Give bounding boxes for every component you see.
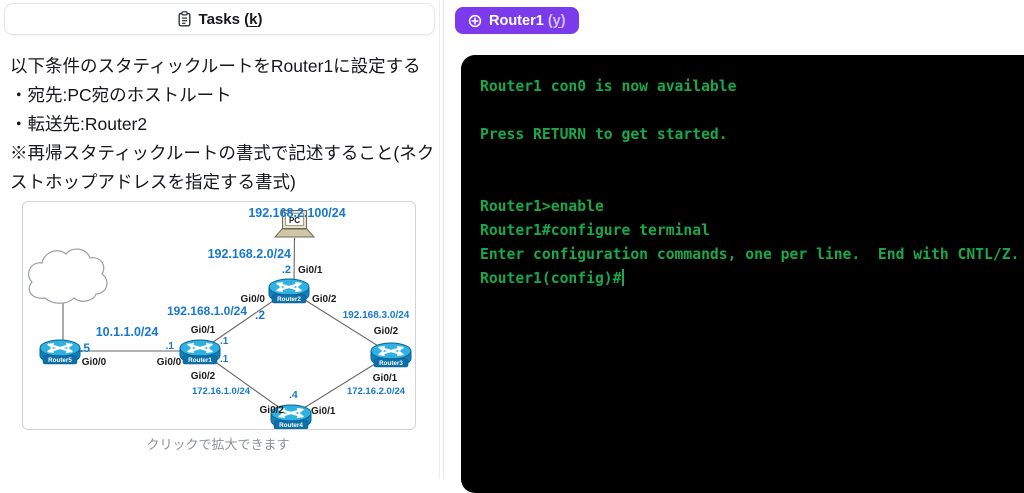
- terminal-prompt: Router1(config)#: [480, 270, 622, 287]
- label-if-r2-gi01: Gi0/1: [298, 265, 323, 276]
- terminal-line: [480, 171, 1024, 195]
- label-net-192-168-3: 192.168.3.0/24: [343, 310, 410, 321]
- terminal-prompt-line: Router1(config)#: [480, 267, 1024, 291]
- router5-name: Router5: [48, 357, 72, 364]
- label-octet-r1-gi01: .1: [220, 336, 229, 347]
- label-if-r2-gi02: Gi0/2: [312, 294, 337, 305]
- label-if-r3-gi01: Gi0/1: [373, 373, 398, 384]
- terminal-line: [480, 99, 1024, 123]
- label-if-r4-gi01: Gi0/1: [311, 406, 336, 417]
- pc-icon: PC: [273, 210, 316, 238]
- router1-tab[interactable]: Router1 (y): [455, 7, 579, 34]
- label-if-r1-gi00: Gi0/0: [157, 357, 182, 368]
- terminal[interactable]: Router1 con0 is now available Press RETU…: [461, 55, 1024, 493]
- router3-name: Router3: [379, 360, 403, 367]
- label-octet-r2-gi01: .2: [282, 264, 291, 276]
- globe-plus-icon: [468, 14, 482, 27]
- tasks-title: Tasks (k): [198, 10, 263, 28]
- label-octet-r5-gi00: .5: [80, 341, 90, 355]
- label-if-r2-gi00: Gi0/0: [241, 294, 266, 305]
- router4-name: Router4: [279, 422, 303, 429]
- terminal-line: Router1 con0 is now available: [480, 78, 737, 95]
- label-net-10-1-1: 10.1.1.0/24: [96, 325, 159, 339]
- router1-tab-shortcut: y: [552, 12, 561, 29]
- clipboard-icon: [178, 11, 191, 27]
- label-net-192-168-2: 192.168.2.0/24: [208, 247, 291, 261]
- diagram-caption: クリックで拡大できます: [146, 437, 290, 452]
- label-if-r1-gi02: Gi0/2: [191, 371, 216, 382]
- tasks-header[interactable]: Tasks (k): [4, 3, 435, 35]
- label-octet-r2-gi00: .2: [255, 308, 265, 322]
- label-if-r5-gi00: Gi0/0: [82, 357, 107, 368]
- pc-label: PC: [289, 216, 300, 225]
- task-line: ・転送先:Router2: [10, 114, 148, 134]
- label-if-r4-gi02: Gi0/2: [260, 405, 285, 416]
- label-net-172-16-2: 172.16.2.0/24: [347, 386, 406, 397]
- router2-name: Router2: [277, 296, 301, 303]
- label-if-r1-gi01: Gi0/1: [191, 325, 216, 336]
- router1-name: Router1: [188, 357, 212, 364]
- task-line: ※再帰スタティックルートの書式で記述すること(ネク: [10, 143, 435, 163]
- terminal-line: Press RETURN to get started.: [480, 126, 728, 143]
- label-octet-r1-gi00: .1: [166, 341, 175, 352]
- task-line: 以下条件のスタティックルートをRouter1に設定する: [10, 56, 421, 76]
- task-line: ・宛先:PC宛のホストルート: [10, 85, 232, 105]
- task-description: 以下条件のスタティックルートをRouter1に設定する ・宛先:PC宛のホストル…: [10, 52, 436, 197]
- terminal-line: Router1#configure terminal: [480, 222, 710, 239]
- terminal-line: Router1>enable: [480, 198, 604, 215]
- panel-divider[interactable]: [443, 0, 444, 479]
- tasks-panel: Tasks (k) 以下条件のスタティックルートをRouter1に設定する ・宛…: [0, 0, 440, 479]
- network-diagram[interactable]: PC Router5 Router1 Router2 Router3 Route…: [22, 201, 416, 430]
- task-line: ストホップアドレスを指定する書式): [10, 172, 296, 192]
- terminal-line: Enter configuration commands, one per li…: [480, 246, 1020, 263]
- internet-cloud-icon: [28, 248, 108, 304]
- terminal-line: [480, 147, 1024, 171]
- label-if-r3-gi02: Gi0/2: [374, 326, 399, 337]
- label-net-192-168-1: 192.168.1.0/24: [167, 304, 247, 318]
- label-net-172-16-1: 172.16.1.0/24: [192, 386, 251, 397]
- label-octet-r1-gi02: .1: [220, 354, 229, 365]
- router1-tab-label: Router1 (y): [489, 12, 566, 29]
- terminal-cursor: [622, 269, 625, 286]
- label-pc-ip: 192.168.2.100/24: [248, 206, 345, 220]
- link-pc-router2: [293, 237, 296, 281]
- label-octet-r4-gi02: .4: [289, 389, 298, 401]
- tasks-shortcut: k: [249, 10, 258, 28]
